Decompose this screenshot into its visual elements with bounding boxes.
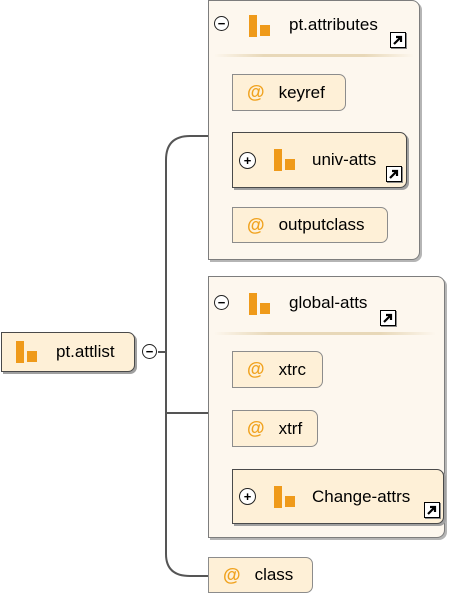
expand-toggle-change-attrs[interactable]: + — [239, 488, 256, 505]
attribute-icon: @ — [247, 418, 265, 438]
reference-arrow-icon[interactable] — [390, 32, 406, 48]
attribute-xtrf[interactable]: @ xtrf — [232, 410, 318, 447]
attribute-icon: @ — [247, 214, 265, 235]
attribute-icon: @ — [223, 564, 241, 585]
attribute-outputclass[interactable]: @ outputclass — [232, 207, 388, 243]
expand-toggle-univ-atts[interactable]: + — [239, 151, 256, 169]
attribute-icon: @ — [247, 359, 265, 379]
group-ref-label: Change-attrs — [312, 486, 411, 506]
reference-arrow-icon[interactable] — [424, 502, 440, 518]
attribute-xtrc[interactable]: @ xtrc — [232, 351, 323, 388]
group-header-separator — [214, 54, 414, 57]
group-label-global-atts: global-atts — [289, 293, 368, 312]
attribute-label: class — [254, 565, 294, 584]
root-node-label: pt.attlist — [56, 342, 115, 361]
root-node-pt-attlist[interactable]: pt.attlist — [1, 332, 135, 372]
group-ref-change-attrs[interactable]: + Change-attrs — [232, 469, 444, 524]
element-group-icon — [16, 341, 38, 363]
attribute-keyref[interactable]: @ keyref — [232, 74, 346, 111]
reference-arrow-icon[interactable] — [380, 310, 396, 326]
group-ref-label: univ-atts — [312, 150, 377, 169]
connector-branch-top — [165, 135, 208, 577]
attribute-label: xtrc — [278, 359, 306, 379]
attribute-icon: @ — [247, 82, 265, 102]
attribute-label: outputclass — [278, 215, 365, 234]
element-group-icon — [274, 149, 296, 171]
group-label-pt-attributes: pt.attributes — [289, 15, 378, 34]
attribute-label: keyref — [278, 82, 325, 102]
element-group-icon — [274, 485, 296, 508]
collapse-toggle-global-atts[interactable]: − — [214, 295, 229, 310]
group-ref-univ-atts[interactable]: + univ-atts — [232, 132, 407, 188]
attribute-class[interactable]: @ class — [208, 557, 313, 593]
attribute-label: xtrf — [278, 418, 303, 438]
group-header-separator — [214, 332, 436, 335]
reference-arrow-icon[interactable] — [386, 166, 402, 182]
collapse-toggle-pt-attributes[interactable]: − — [214, 16, 229, 31]
collapse-toggle-root[interactable]: − — [142, 344, 157, 359]
